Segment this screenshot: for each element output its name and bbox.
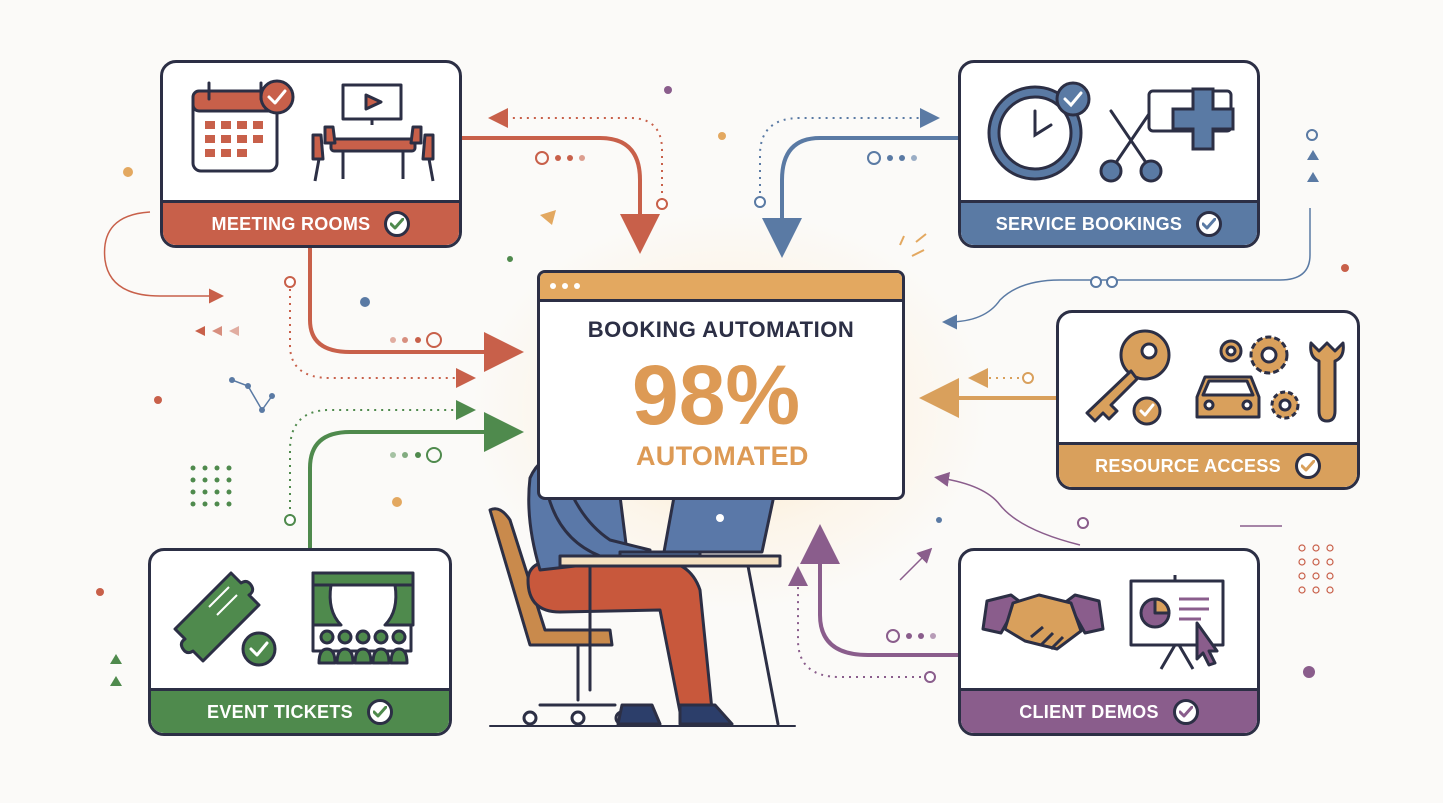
demos-connectors bbox=[788, 471, 1089, 683]
automation-caption: AUTOMATED bbox=[636, 441, 809, 471]
card-label-bar: SERVICE BOOKINGS bbox=[961, 200, 1257, 245]
window-title-bar bbox=[540, 273, 902, 302]
card-label-bar: MEETING ROOMS bbox=[163, 200, 459, 245]
scissors-icon bbox=[1099, 109, 1163, 183]
window-dot bbox=[562, 283, 568, 289]
wrench-icon bbox=[1309, 341, 1345, 423]
car-icon bbox=[1195, 375, 1261, 419]
booking-automation-window: BOOKING AUTOMATION 98% AUTOMATED bbox=[537, 270, 905, 500]
check-icon bbox=[366, 699, 393, 725]
events-connectors bbox=[284, 400, 524, 548]
theater-icon bbox=[311, 571, 415, 665]
gears-icon bbox=[1219, 335, 1300, 420]
check-icon bbox=[1196, 211, 1223, 237]
medical-cross-icon bbox=[1147, 87, 1235, 151]
window-dot bbox=[550, 283, 556, 289]
automation-percentage: 98% bbox=[632, 348, 801, 442]
card-label: CLIENT DEMOS bbox=[1019, 701, 1159, 722]
presentation-icon bbox=[1129, 575, 1225, 670]
resource-access-card[interactable]: RESOURCE ACCESS bbox=[1056, 310, 1360, 490]
handshake-icon bbox=[981, 593, 1105, 651]
check-icon bbox=[1294, 453, 1321, 479]
hub-title: BOOKING AUTOMATION bbox=[587, 317, 855, 342]
card-label-bar: CLIENT DEMOS bbox=[961, 688, 1257, 733]
service-bookings-card[interactable]: SERVICE BOOKINGS bbox=[958, 60, 1260, 248]
meeting-rooms-card[interactable]: MEETING ROOMS bbox=[160, 60, 462, 248]
event-tickets-icons bbox=[173, 571, 415, 667]
client-demos-icons bbox=[981, 575, 1225, 670]
card-label: SERVICE BOOKINGS bbox=[995, 213, 1183, 234]
meeting-connectors bbox=[103, 108, 668, 388]
check-icon bbox=[1172, 699, 1199, 725]
clock-icon bbox=[987, 81, 1091, 181]
client-demos-card[interactable]: CLIENT DEMOS bbox=[958, 548, 1260, 736]
card-label: EVENT TICKETS bbox=[207, 701, 353, 722]
calendar-icon bbox=[191, 79, 295, 173]
window-dot bbox=[574, 283, 580, 289]
event-tickets-card[interactable]: EVENT TICKETS bbox=[148, 548, 452, 736]
service-connectors bbox=[754, 108, 1311, 330]
card-label: RESOURCE ACCESS bbox=[1095, 455, 1281, 476]
key-icon bbox=[1085, 329, 1171, 426]
card-label-bar: EVENT TICKETS bbox=[151, 688, 449, 733]
service-bookings-icons bbox=[987, 81, 1235, 183]
resource-access-icons bbox=[1085, 329, 1345, 426]
card-label-bar: RESOURCE ACCESS bbox=[1059, 442, 1357, 487]
check-icon bbox=[384, 211, 411, 237]
ticket-icon bbox=[173, 571, 277, 667]
resource-connectors bbox=[919, 368, 1058, 418]
conference-room-icon bbox=[311, 83, 435, 182]
meeting-rooms-icons bbox=[191, 79, 435, 182]
decorations bbox=[96, 86, 1349, 686]
card-label: MEETING ROOMS bbox=[211, 213, 371, 234]
